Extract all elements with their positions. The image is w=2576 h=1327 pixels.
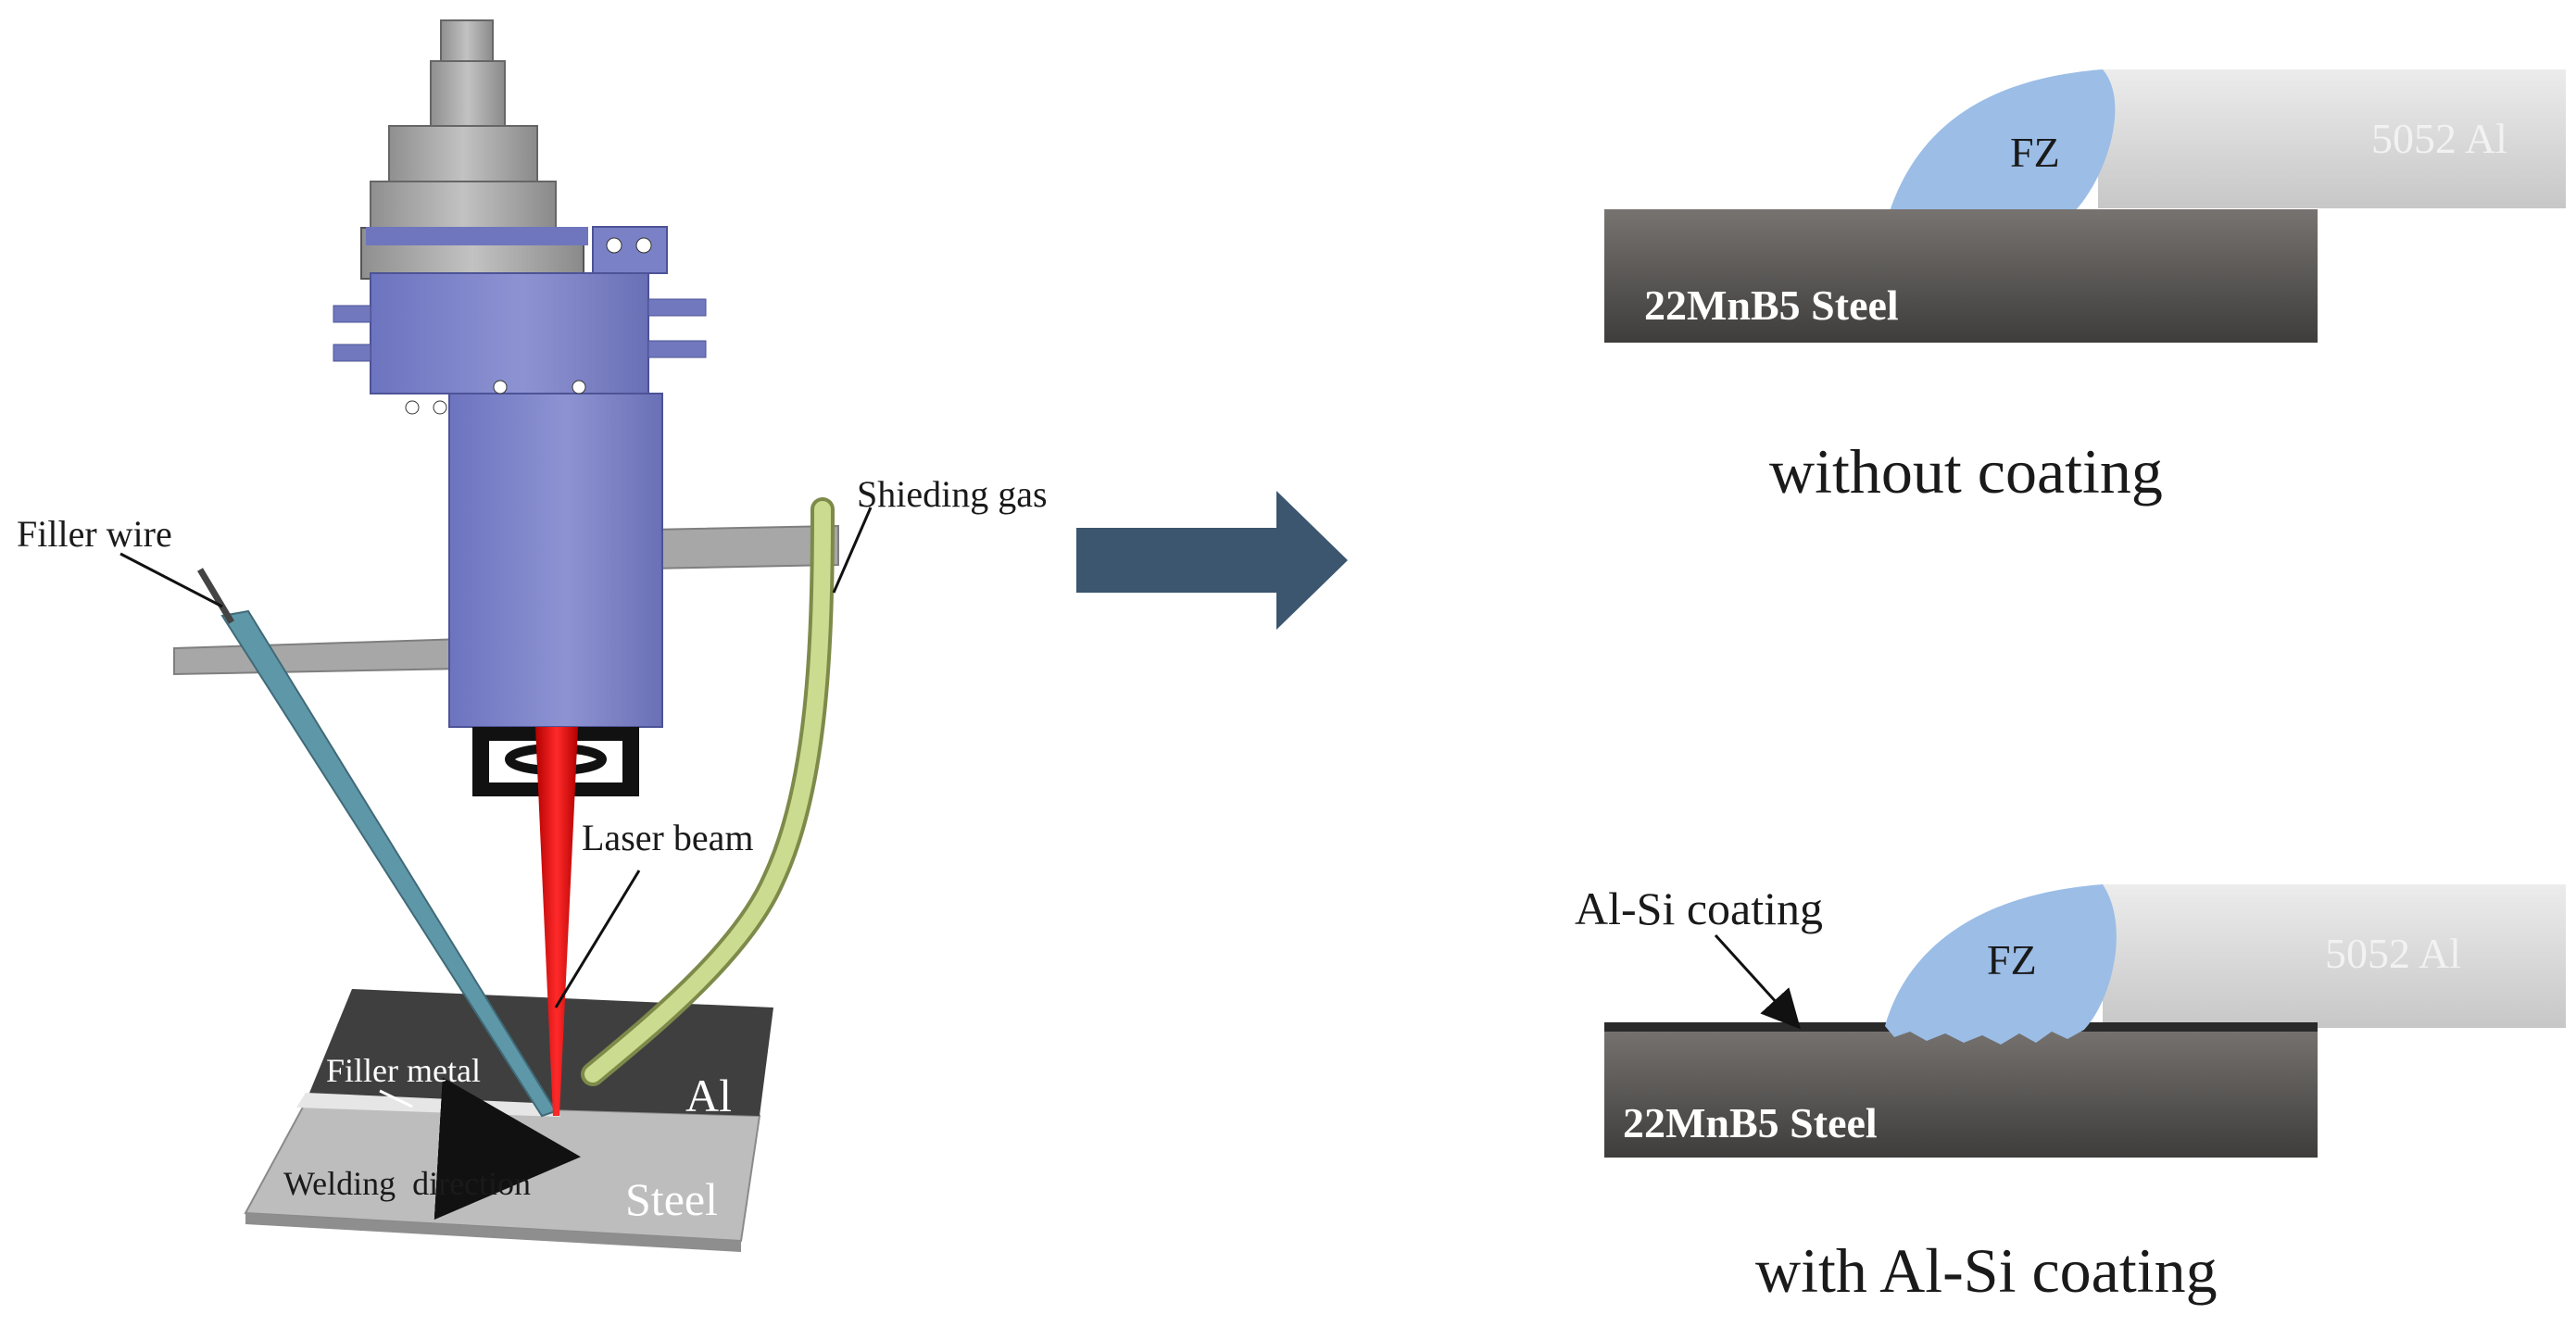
label-steel-plate: Steel (625, 1173, 718, 1225)
head-right-port-1 (647, 298, 707, 317)
label-laser-beam: Laser beam (582, 817, 753, 858)
head-top-bracket (592, 226, 668, 274)
al-plate-top (2098, 69, 2566, 208)
head-blue-housing (366, 227, 588, 245)
head-upper-block (388, 125, 538, 182)
shielding-gas-tube-highlight (584, 501, 831, 1083)
fz-label-bottom: FZ (1987, 936, 2037, 983)
head-right-port-2 (647, 340, 707, 358)
al-plate-bottom (2103, 884, 2566, 1028)
label-filler-metal: Filler metal (326, 1052, 481, 1089)
head-left-port-2 (333, 344, 371, 362)
head-left-port-1 (333, 305, 371, 323)
bolt-icon (405, 400, 420, 415)
label-shielding-gas: Shieding gas (857, 473, 1048, 515)
gas-holder-bar (647, 524, 839, 570)
leader-filler-wire (119, 552, 223, 608)
steel-plate-label-top: 22MnB5 Steel (1644, 282, 1899, 329)
joint-with-coating: Al-Si coating FZ 5052 Al 22MnB5 Steel wi… (1575, 883, 2566, 1306)
leader-shielding-gas (832, 507, 873, 594)
bolt-icon (493, 380, 508, 394)
wire-holder-bar (173, 637, 464, 676)
steel-plate-edge (245, 1213, 741, 1252)
fusion-zone-top (1890, 69, 2116, 211)
leader-filler-metal (379, 1089, 413, 1108)
label-al-si-coating: Al-Si coating (1575, 883, 1823, 934)
label-filler-wire: Filler wire (17, 513, 172, 555)
bolt-icon (572, 380, 586, 394)
caption-without-coating: without coating (1769, 436, 2163, 507)
label-al-plate: Al (685, 1070, 732, 1121)
al-plate-label-top: 5052 Al (2371, 115, 2507, 162)
bolt-icon (606, 237, 622, 254)
leader-laser-beam (554, 870, 641, 1008)
welding-direction-arrow (434, 1077, 581, 1221)
transition-arrow (1076, 491, 1348, 630)
steel-plate-label-bottom: 22MnB5 Steel (1623, 1099, 1878, 1146)
welding-setup-illustration: Filler wire Shieding gas Laser beam Fill… (17, 19, 1048, 1252)
head-top-knob (440, 19, 494, 62)
laser-head (333, 19, 707, 796)
leader-al-si-coating (1714, 933, 1802, 1030)
laser-beam (535, 727, 578, 1116)
bolt-icon (433, 400, 447, 415)
caption-with-coating: with Al-Si coating (1755, 1235, 2218, 1306)
head-blue-column (448, 393, 663, 728)
joint-without-coating: FZ 5052 Al 22MnB5 Steel without coating (1604, 69, 2566, 507)
head-mid-block (370, 181, 557, 229)
steel-plate-bottom (1604, 1026, 2318, 1158)
fz-label-top: FZ (2010, 129, 2060, 176)
steel-plate-top (1604, 209, 2318, 343)
fusion-zone-bottom (1885, 884, 2117, 1045)
bolt-icon (635, 237, 652, 254)
filler-wire-tip (196, 568, 235, 624)
head-blue-upper (370, 272, 649, 394)
head-top-cylinder (430, 60, 506, 127)
label-welding-direction: Welding direction (283, 1165, 531, 1202)
al-plate-label-bottom: 5052 Al (2325, 930, 2461, 977)
